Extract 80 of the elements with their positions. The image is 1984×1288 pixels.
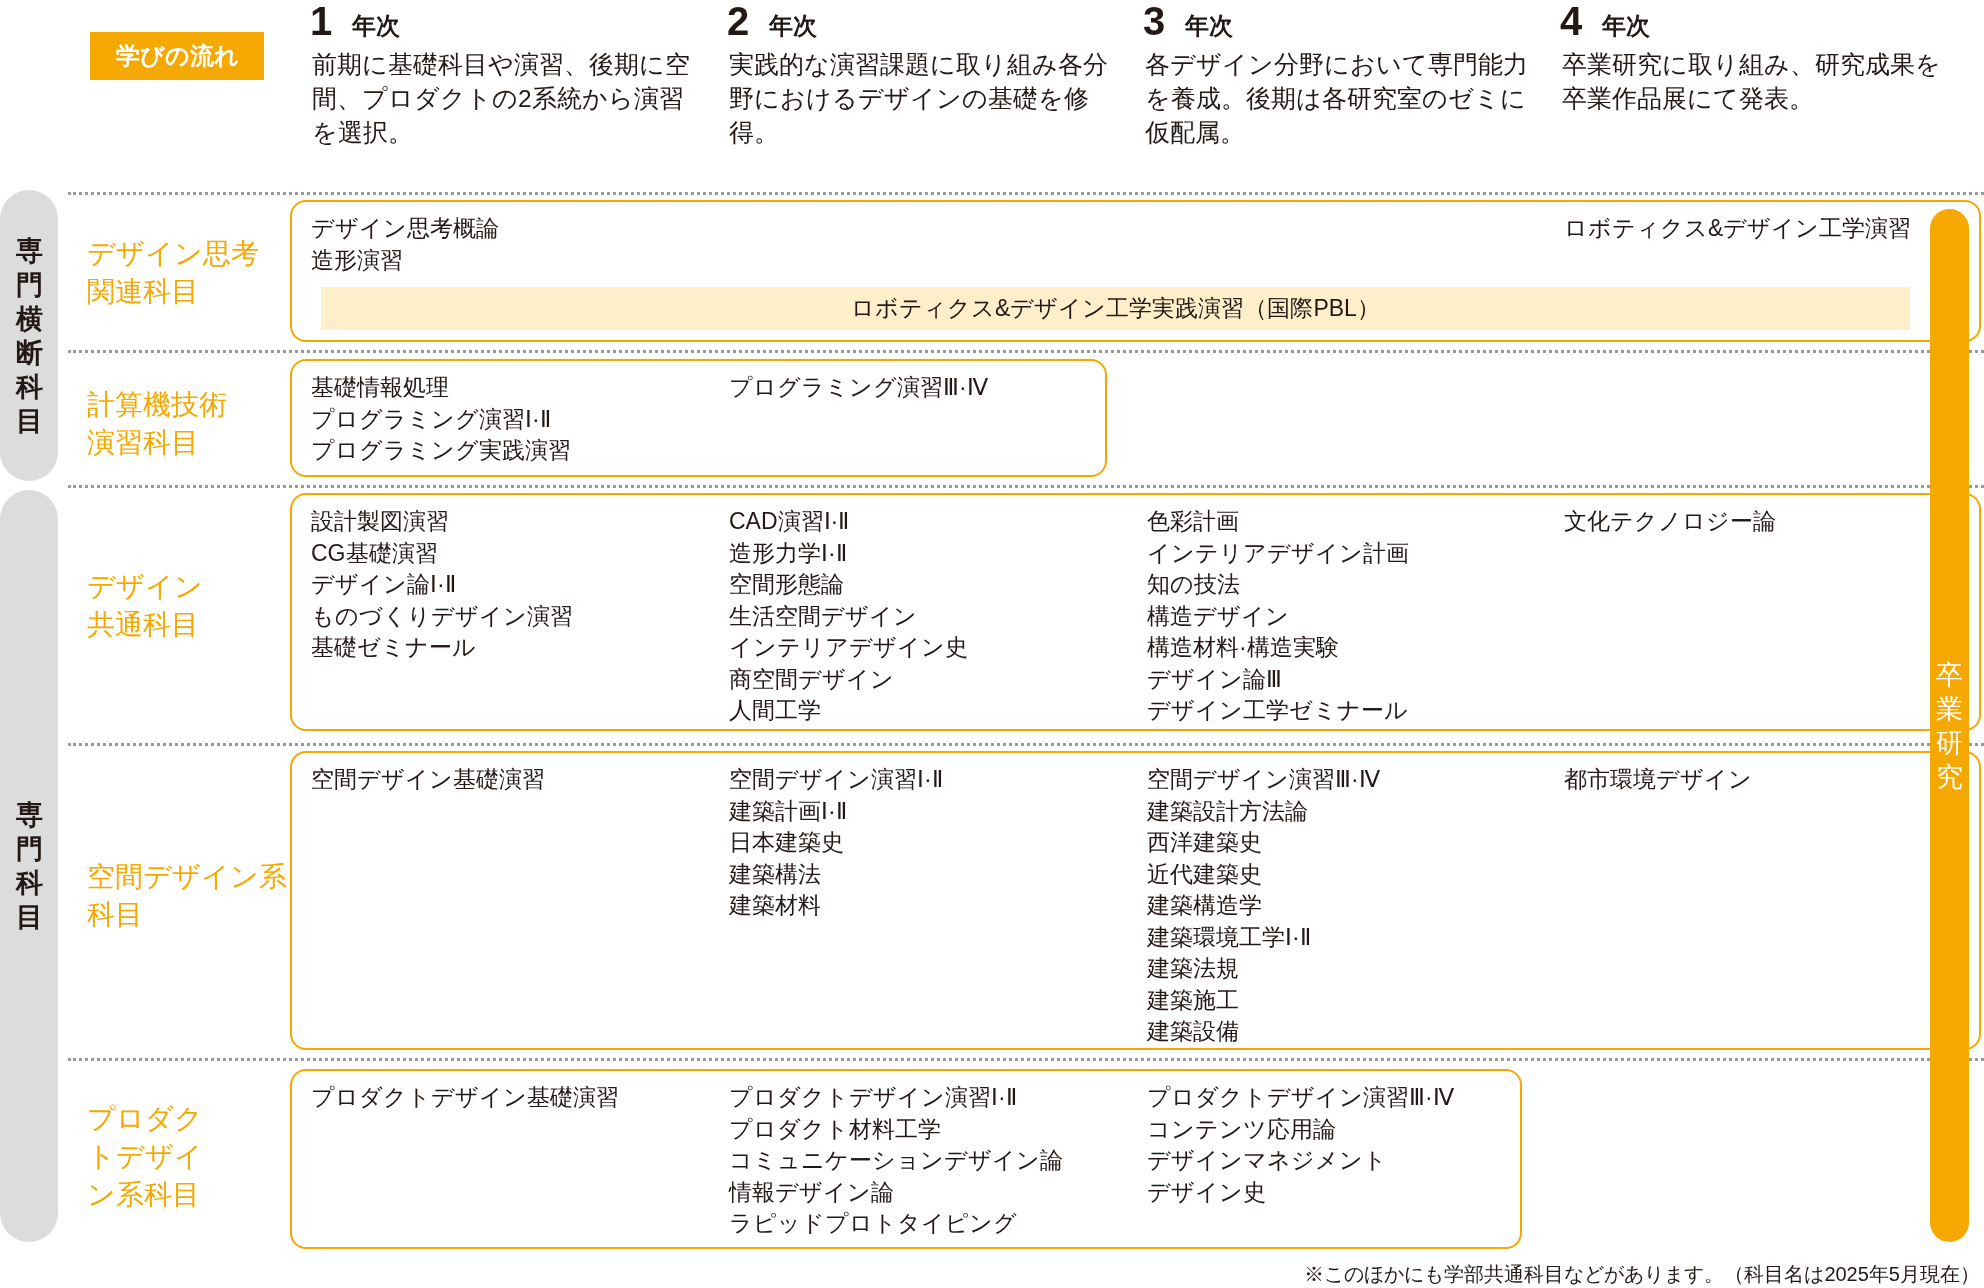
course-name: 商空間デザイン [729,664,894,694]
course-name: デザイン論Ⅲ [1147,664,1282,694]
course-name: インテリアデザイン計画 [1147,538,1409,568]
year-label: 年次 [1602,11,1650,41]
course-name: 建築設備 [1147,1017,1239,1046]
course-name: 基礎情報処理 [311,373,449,402]
vertical-bar: 卒業研究 [1930,209,1969,1242]
course-name: デザイン工学ゼミナール [1147,696,1408,725]
course-name: 文化テクノロジー論 [1564,507,1776,536]
course-name: 設計製図演習 [311,507,449,536]
course-name: プロダクトデザイン演習Ⅲ·Ⅳ [1147,1083,1454,1112]
course-name: ラピッドプロトタイピング [729,1209,1017,1238]
category-label: 計算機技術演習科目 [87,388,228,460]
year-description: 実践的な演習課題に取り組み各分野におけるデザインの基礎を修得。 [729,50,1109,148]
course-name: 造形演習 [311,245,403,275]
course-name: インテリアデザイン史 [729,633,968,662]
year-number: 2 [727,0,750,44]
course-name: 建築材料 [729,891,821,920]
course-name: 近代建築史 [1147,859,1262,889]
course-name: プロダクト材料工学 [729,1114,941,1144]
course-name: 情報デザイン論 [729,1177,894,1207]
year-description: 卒業研究に取り組み、研究成果を卒業作品展にて発表。 [1562,50,1942,114]
course-name: 日本建築史 [729,828,844,857]
category-band: 専門横断科目 [0,190,58,481]
course-name: 造形力学Ⅰ·Ⅱ [729,538,847,568]
course-box [290,359,1107,477]
course-name: 知の技法 [1147,570,1240,599]
course-box [290,200,1981,342]
course-name: コミュニケーションデザイン論 [729,1146,1063,1175]
year-label: 年次 [769,11,817,41]
course-name: プログラミング演習Ⅰ·Ⅱ [311,404,551,434]
year-label: 年次 [352,11,400,41]
course-name: 空間デザイン演習Ⅰ·Ⅱ [729,765,943,794]
year-number: 3 [1143,0,1166,44]
course-name: プロダクトデザイン演習Ⅰ·Ⅱ [729,1083,1017,1112]
category-label: 空間デザイン系科目 [87,860,287,932]
course-name: ものづくりデザイン演習 [311,601,573,631]
course-name: デザイン論Ⅰ·Ⅱ [311,570,456,599]
course-name: デザイン史 [1147,1177,1266,1207]
course-band: ロボティクス&デザイン工学実践演習（国際PBL） [321,287,1910,330]
heading-badge: 学びの流れ [90,32,264,80]
course-box [290,1069,1522,1249]
category-label: デザイン共通科目 [87,570,203,642]
course-name: 都市環境デザイン [1564,765,1752,794]
course-name: 建築計画Ⅰ·Ⅱ [729,796,847,826]
course-name: CG基礎演習 [311,538,438,568]
course-name: 建築設計方法論 [1147,796,1308,826]
course-name: 建築法規 [1147,954,1239,983]
course-name: コンテンツ応用論 [1147,1114,1336,1144]
year-label: 年次 [1185,11,1233,41]
course-name: プログラミング実践演習 [311,436,571,465]
course-name: 人間工学 [729,696,821,725]
course-box [290,493,1981,731]
course-name: プログラミング演習Ⅲ·Ⅳ [729,373,988,402]
course-name: 色彩計画 [1147,507,1239,536]
course-name: 空間形態論 [729,570,844,599]
course-name: 建築環境工学Ⅰ·Ⅱ [1147,922,1311,952]
course-name: 構造デザイン [1147,601,1289,631]
course-name: デザイン思考概論 [311,214,499,243]
course-name: 基礎ゼミナール [311,633,476,662]
year-number: 1 [310,0,333,44]
year-number: 4 [1560,0,1583,44]
course-name: 建築構造学 [1147,891,1262,920]
category-band: 専門科目 [0,490,58,1242]
course-name: プロダクトデザイン基礎演習 [311,1083,619,1112]
category-label: デザイン思考関連科目 [87,237,259,309]
course-name: ロボティクス&デザイン工学演習 [1564,214,1912,243]
category-label: プロダクトデザイン系科目 [87,1102,204,1212]
course-name: 建築施工 [1147,985,1239,1015]
year-description: 各デザイン分野において専門能力を養成。後期は各研究室のゼミに仮配属。 [1145,50,1529,148]
course-name: CAD演習Ⅰ·Ⅱ [729,507,850,536]
course-name: 西洋建築史 [1147,828,1262,857]
year-description: 前期に基礎科目や演習、後期に空間、プロダクトの2系統から演習を選択。 [312,50,691,148]
footnote: ※このほかにも学部共通科目などがあります。（科目名は2025年5月現在） [1304,1262,1980,1286]
course-name: デザインマネジメント [1147,1146,1387,1175]
course-name: 空間デザイン演習Ⅲ·Ⅳ [1147,765,1380,794]
course-name: 構造材料·構造実験 [1147,633,1339,662]
course-name: 生活空間デザイン [729,601,917,631]
course-name: 空間デザイン基礎演習 [311,765,545,794]
course-name: 建築構法 [729,859,821,889]
